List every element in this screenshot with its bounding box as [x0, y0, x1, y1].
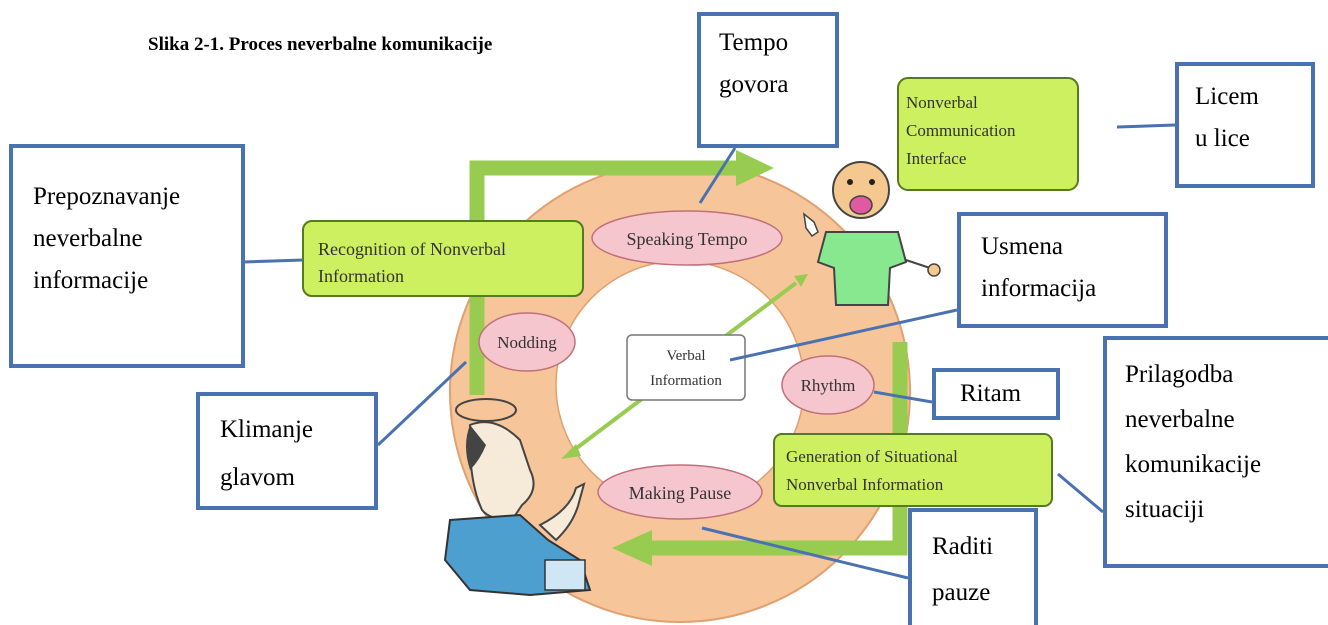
generation-line-2: Nonverbal Information [786, 475, 944, 494]
connector-prilagodba [1057, 472, 1104, 514]
callout-usmena-line-2: informacija [981, 275, 1097, 302]
recognition-line-1: Recognition of Nonverbal [318, 239, 506, 259]
speaking-tempo-ellipse: Speaking Tempo [591, 210, 783, 266]
callout-tempo: Tempo govora [697, 12, 839, 148]
generation-line-1: Generation of Situational [786, 447, 958, 466]
generation-box: Generation of Situational Nonverbal Info… [773, 433, 1053, 507]
callout-prilagodba: Prilagodba neverbalne komunikacije situa… [1103, 336, 1328, 568]
callout-usmena-line-1: Usmena [981, 233, 1063, 260]
interface-box: Nonverbal Communication Interface [897, 77, 1079, 191]
figure-title: Slika 2-1. Proces neverbalne komunikacij… [148, 34, 493, 55]
callout-prilagodba-line-4: situaciji [1125, 496, 1205, 523]
callout-klimanje: Klimanje glavom [196, 392, 378, 510]
connector-usmena [729, 308, 958, 362]
callout-licem: Licem u lice [1175, 62, 1315, 188]
callout-tempo-line-1: Tempo [719, 29, 789, 56]
interface-line-2: Communication [906, 121, 1016, 140]
making-pause-label: Making Pause [629, 483, 732, 503]
connector-lines [242, 123, 1176, 580]
connector-licem [1116, 123, 1176, 129]
callout-raditi-line-1: Raditi [932, 533, 994, 560]
callout-prepoznavanje: Prepoznavanje neverbalne informacije [9, 144, 245, 368]
recognition-box: Recognition of Nonverbal Information [302, 220, 584, 297]
connector-prepoznavanje [242, 258, 304, 264]
callout-ritam-line-1: Ritam [960, 380, 1022, 407]
callout-usmena: Usmena informacija [957, 212, 1168, 328]
callout-prilagodba-line-1: Prilagodba [1125, 361, 1234, 388]
rhythm-ellipse: Rhythm [781, 355, 875, 415]
callout-prepoznavanje-line-1: Prepoznavanje [33, 183, 181, 210]
speaking-tempo-label: Speaking Tempo [627, 229, 748, 249]
verbal-line-1: Verbal [666, 348, 705, 364]
connector-ritam [873, 390, 933, 404]
callout-ritam: Ritam [932, 368, 1060, 420]
interface-line-1: Nonverbal [906, 93, 978, 112]
recognition-line-2: Information [318, 266, 404, 286]
callout-prepoznavanje-line-3: informacije [33, 267, 149, 294]
verbal-line-2: Information [650, 373, 722, 389]
callout-prilagodba-line-2: neverbalne [1125, 406, 1235, 433]
interface-line-3: Interface [906, 149, 966, 168]
making-pause-ellipse: Making Pause [597, 464, 763, 520]
bottom-green-arrow [612, 342, 908, 566]
callout-licem-line-1: Licem [1195, 83, 1259, 110]
nodding-label: Nodding [497, 333, 557, 352]
rhythm-label: Rhythm [801, 376, 856, 395]
connector-tempo [698, 147, 737, 204]
verbal-box: Verbal Information [626, 334, 746, 401]
nodding-ellipse: Nodding [478, 312, 576, 372]
robot-figure [802, 161, 941, 306]
callout-licem-line-2: u lice [1195, 125, 1250, 152]
callout-prilagodba-line-3: komunikacije [1125, 451, 1262, 478]
callout-raditi: Raditi pauze [908, 508, 1038, 625]
callout-raditi-line-2: pauze [932, 579, 991, 606]
callout-prepoznavanje-line-2: neverbalne [33, 225, 143, 252]
callout-tempo-line-2: govora [719, 71, 789, 98]
person-figure [443, 398, 592, 597]
callout-klimanje-line-1: Klimanje [220, 416, 314, 443]
connector-klimanje [376, 360, 468, 447]
callout-klimanje-line-2: glavom [220, 464, 295, 491]
connector-raditi [701, 526, 909, 580]
